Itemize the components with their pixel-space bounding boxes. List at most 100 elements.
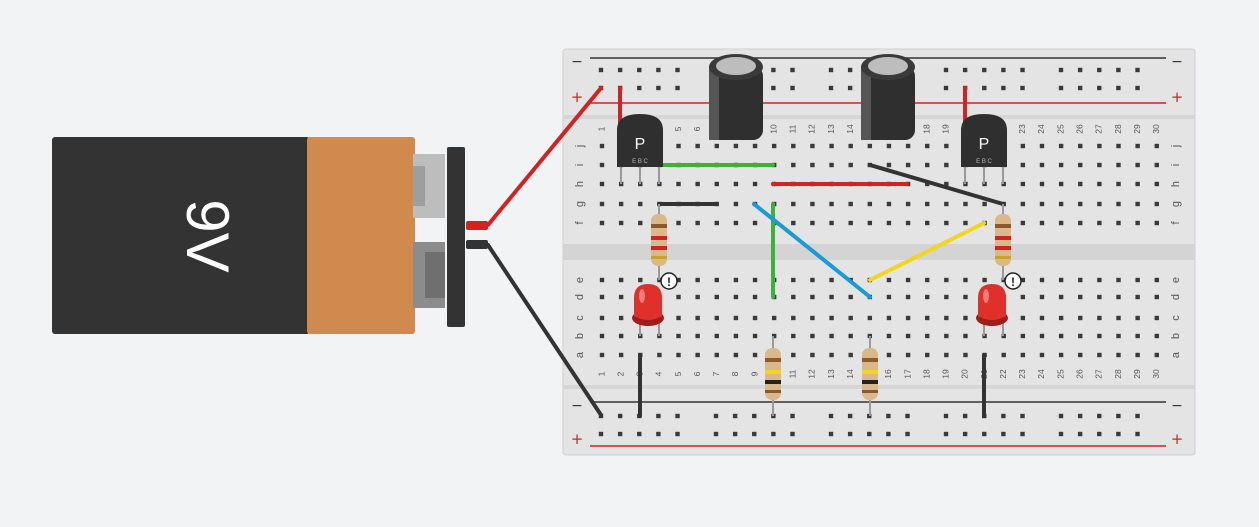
breadboard-hole[interactable] (599, 277, 605, 283)
breadboard-hole[interactable] (675, 431, 680, 437)
breadboard-hole[interactable] (618, 277, 624, 283)
breadboard-hole[interactable] (791, 277, 796, 283)
breadboard-hole[interactable] (1077, 85, 1083, 91)
breadboard-hole[interactable] (925, 220, 930, 226)
breadboard-hole[interactable] (599, 315, 605, 321)
breadboard-hole[interactable] (1058, 352, 1064, 358)
warning-badge-left[interactable]: ! (660, 272, 678, 290)
breadboard-hole[interactable] (963, 277, 968, 283)
wire-battery-positive[interactable] (486, 86, 603, 227)
breadboard-hole[interactable] (982, 201, 987, 207)
breadboard-hole[interactable] (810, 201, 815, 207)
breadboard-hole[interactable] (656, 85, 661, 91)
breadboard-hole[interactable] (829, 333, 834, 339)
breadboard-hole[interactable] (905, 333, 911, 339)
breadboard-hole[interactable] (676, 294, 681, 300)
breadboard-hole[interactable] (886, 431, 891, 437)
breadboard-hole[interactable] (925, 143, 930, 149)
breadboard-hole[interactable] (1001, 67, 1006, 73)
breadboard-hole[interactable] (1058, 220, 1064, 226)
breadboard-hole[interactable] (1154, 181, 1159, 187)
breadboard-hole[interactable] (1039, 220, 1045, 226)
breadboard-hole[interactable] (829, 162, 834, 168)
breadboard-hole[interactable] (925, 181, 930, 187)
breadboard-hole[interactable] (963, 220, 968, 226)
breadboard-hole[interactable] (1116, 67, 1121, 73)
breadboard-hole[interactable] (1097, 67, 1102, 73)
breadboard-hole[interactable] (848, 162, 853, 168)
breadboard-hole[interactable] (1078, 220, 1083, 226)
resistor-left-top[interactable] (651, 204, 667, 280)
breadboard-hole[interactable] (1001, 431, 1006, 437)
breadboard-hole[interactable] (1135, 294, 1140, 300)
breadboard-hole[interactable] (676, 333, 681, 339)
breadboard-hole[interactable] (1154, 315, 1159, 321)
breadboard-hole[interactable] (656, 431, 661, 437)
breadboard-hole[interactable] (599, 201, 605, 207)
capacitor-right[interactable] (861, 54, 915, 140)
breadboard-hole[interactable] (925, 315, 930, 321)
breadboard-hole[interactable] (1154, 352, 1159, 358)
led-right[interactable] (976, 284, 1008, 336)
breadboard-hole[interactable] (675, 413, 680, 419)
resistor-right-top[interactable] (995, 204, 1011, 280)
breadboard-hole[interactable] (771, 431, 776, 437)
breadboard-hole[interactable] (829, 201, 834, 207)
breadboard-hole[interactable] (1039, 143, 1045, 149)
breadboard-hole[interactable] (848, 143, 853, 149)
breadboard-hole[interactable] (1135, 201, 1140, 207)
breadboard-hole[interactable] (962, 413, 968, 419)
breadboard-hole[interactable] (867, 143, 873, 149)
breadboard-hole[interactable] (676, 143, 681, 149)
breadboard-hole[interactable] (1058, 85, 1064, 91)
breadboard-hole[interactable] (1135, 315, 1140, 321)
breadboard-hole[interactable] (771, 333, 777, 339)
warning-badge-right[interactable]: ! (1004, 272, 1022, 290)
breadboard-hole[interactable] (1039, 277, 1045, 283)
breadboard-hole[interactable] (829, 277, 834, 283)
breadboard-hole[interactable] (963, 315, 968, 321)
breadboard-hole[interactable] (713, 413, 719, 419)
breadboard-hole[interactable] (1135, 85, 1140, 91)
breadboard-hole[interactable] (828, 67, 834, 73)
wire-yellow-diagonal[interactable] (868, 221, 986, 282)
breadboard-hole[interactable] (982, 431, 987, 437)
breadboard-hole[interactable] (752, 413, 757, 419)
breadboard-hole[interactable] (714, 277, 719, 283)
breadboard-hole[interactable] (1058, 315, 1064, 321)
breadboard-hole[interactable] (925, 162, 930, 168)
breadboard-hole[interactable] (656, 67, 661, 73)
breadboard-hole[interactable] (1058, 181, 1064, 187)
breadboard-hole[interactable] (982, 85, 987, 91)
breadboard-hole[interactable] (1077, 67, 1083, 73)
breadboard-hole[interactable] (752, 143, 758, 149)
breadboard-hole[interactable] (848, 201, 853, 207)
breadboard-hole[interactable] (714, 352, 719, 358)
breadboard-hole[interactable] (1116, 85, 1121, 91)
breadboard-hole[interactable] (790, 413, 795, 419)
breadboard-hole[interactable] (1116, 220, 1121, 226)
breadboard-hole[interactable] (695, 143, 700, 149)
breadboard-hole[interactable] (638, 277, 643, 283)
breadboard-hole[interactable] (810, 143, 815, 149)
breadboard-hole[interactable] (752, 315, 758, 321)
breadboard-hole[interactable] (943, 85, 949, 91)
breadboard-hole[interactable] (618, 294, 624, 300)
breadboard-hole[interactable] (829, 143, 834, 149)
breadboard-hole[interactable] (1097, 431, 1102, 437)
breadboard-hole[interactable] (848, 315, 853, 321)
breadboard-hole[interactable] (1039, 201, 1045, 207)
breadboard-hole[interactable] (962, 431, 968, 437)
breadboard-hole[interactable] (886, 333, 892, 339)
breadboard-hole[interactable] (617, 413, 623, 419)
breadboard-hole[interactable] (1135, 277, 1140, 283)
breadboard-hole[interactable] (1058, 277, 1064, 283)
breadboard-hole[interactable] (1135, 181, 1140, 187)
breadboard-hole[interactable] (867, 220, 873, 226)
breadboard-hole[interactable] (1058, 333, 1064, 339)
breadboard-hole[interactable] (637, 67, 642, 73)
breadboard-hole[interactable] (1077, 431, 1083, 437)
breadboard-hole[interactable] (791, 294, 796, 300)
led-left[interactable] (632, 284, 664, 336)
breadboard-hole[interactable] (771, 67, 776, 73)
